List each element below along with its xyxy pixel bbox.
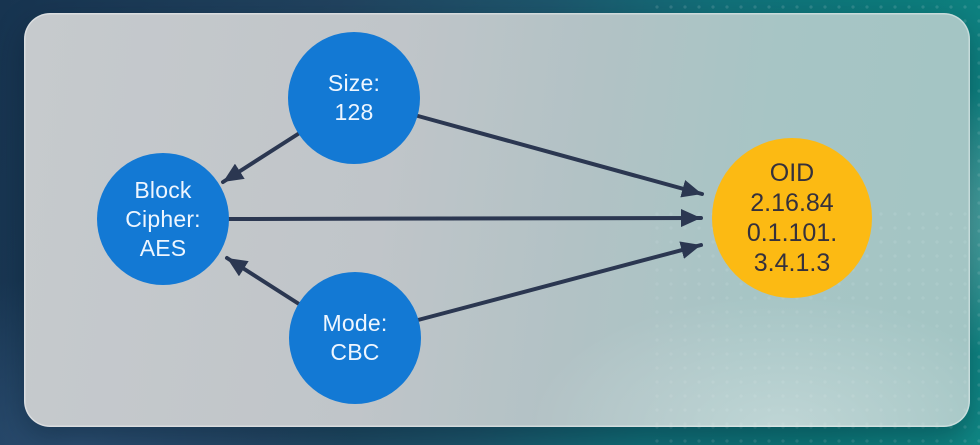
node-oid-label-line-3: 0.1.101.: [746, 219, 838, 247]
node-mode: Mode: CBC: [289, 272, 421, 404]
node-size-label-line-2: 128: [334, 99, 374, 125]
node-block-cipher: Block Cipher: AES: [97, 153, 229, 285]
edge-size-to-oid: [416, 114, 704, 198]
node-size: Size: 128: [288, 32, 420, 164]
node-size-label-line-1: Size:: [327, 70, 381, 96]
node-block-cipher-label-line-2: Cipher:: [125, 205, 201, 232]
node-oid-label-line-1: OID: [769, 159, 815, 187]
node-oid-label-line-2: 2.16.84: [750, 189, 834, 217]
node-block-cipher-label-line-1: Block: [134, 176, 192, 203]
edge-mode-to-block-cipher: [225, 256, 301, 306]
edge-mode-to-oid: [416, 241, 703, 322]
node-oid: OID 2.16.84 0.1.101. 3.4.1.3: [712, 138, 872, 298]
edge-block-cipher-to-oid: [226, 209, 703, 228]
node-mode-label-line-1: Mode:: [322, 310, 388, 336]
edge-size-to-block-cipher: [221, 132, 300, 184]
node-block-cipher-label-line-3: AES: [139, 234, 187, 261]
node-oid-label-line-4: 3.4.1.3: [753, 249, 831, 277]
node-mode-label-line-2: CBC: [330, 339, 380, 365]
